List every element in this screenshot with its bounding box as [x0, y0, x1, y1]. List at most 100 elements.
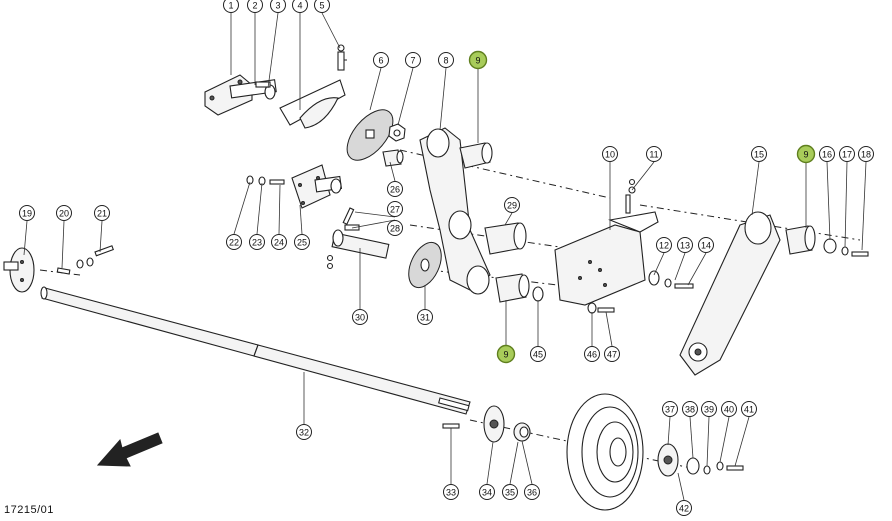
callout-33: 33: [443, 428, 459, 500]
leader-line: [826, 161, 831, 241]
leader-line: [439, 67, 447, 131]
callout-circle: [405, 52, 421, 68]
callout-circle: [438, 52, 454, 68]
callout-circle: [417, 309, 433, 325]
leader-line: [278, 184, 281, 235]
callout-27: 27: [354, 201, 403, 218]
callout-label: 37: [665, 405, 675, 415]
part-washer-45: [532, 286, 544, 302]
callout-circle: [443, 484, 459, 500]
part-shield-plate: [279, 44, 346, 129]
callout-6: 6: [369, 52, 389, 111]
callout-circle: [751, 146, 767, 162]
callout-4: 4: [292, 0, 308, 110]
callout-39: 39: [701, 401, 717, 467]
callout-circle: [677, 237, 693, 253]
part-housing-10: [554, 211, 659, 306]
callout-circle: [602, 146, 618, 162]
callout-circle: [387, 181, 403, 197]
callout-circle: [530, 346, 546, 362]
callout-label: 7: [410, 56, 415, 66]
callout-24: 24: [271, 184, 287, 250]
part-bolts-27-28: [342, 207, 360, 231]
callout-label: 9: [803, 150, 808, 160]
callout-circle: [858, 146, 874, 162]
part-bracket-top: [204, 74, 277, 116]
callout-label: 5: [319, 1, 324, 11]
leader-line: [631, 161, 655, 191]
callout-9: 9: [496, 300, 516, 364]
callout-circle: [292, 0, 308, 13]
callout-circle: [682, 401, 698, 417]
leader-line: [689, 416, 694, 459]
part-hub-34: [442, 405, 505, 443]
callout-19: 19: [19, 205, 35, 256]
callout-9: 9: [468, 50, 488, 143]
callout-circle: [271, 234, 287, 250]
leader-line: [719, 416, 730, 463]
callout-label: 4: [297, 1, 302, 11]
callout-label: 16: [822, 150, 832, 160]
part-bolt-21: [76, 245, 114, 269]
callout-label: 36: [527, 488, 537, 498]
callout-circle: [479, 484, 495, 500]
callout-label: 42: [679, 504, 689, 514]
part-bushing-26: [382, 149, 404, 167]
part-arm-15: [679, 211, 781, 376]
leader-line: [23, 220, 28, 256]
leader-line: [369, 67, 382, 111]
callout-label: 8: [443, 56, 448, 66]
callout-32: 32: [296, 372, 312, 440]
callout-40: 40: [719, 401, 737, 463]
callout-label: 6: [378, 56, 383, 66]
drawing-number: 17215/01: [4, 504, 54, 516]
callout-circle: [226, 234, 242, 250]
leader-line: [351, 219, 396, 229]
callout-label: 34: [482, 488, 492, 498]
callout-17: 17: [839, 146, 855, 248]
callout-label: 47: [607, 350, 617, 360]
callout-circle: [604, 346, 620, 362]
leader-line: [299, 204, 303, 235]
callout-12: 12: [653, 237, 672, 276]
callout-circle: [352, 309, 368, 325]
leader-line: [677, 472, 685, 501]
callout-13: 13: [674, 237, 693, 281]
callout-20: 20: [56, 205, 72, 269]
callout-circle: [839, 146, 855, 162]
callout-label: 14: [701, 241, 711, 251]
callout-35: 35: [502, 441, 519, 500]
callout-label: 39: [704, 405, 714, 415]
part-bushing-29: [484, 222, 527, 255]
callout-label: 13: [680, 241, 690, 251]
callout-label: 9: [503, 350, 508, 360]
callout-label: 3: [275, 1, 280, 11]
part-bushing-9-bottom: [495, 273, 530, 303]
callout-label: 28: [390, 224, 400, 234]
callout-circle: [701, 401, 717, 417]
leader-line: [256, 182, 263, 235]
callout-circle: [502, 484, 518, 500]
callout-circle: [373, 52, 389, 68]
leader-line: [734, 416, 750, 467]
callout-38: 38: [682, 401, 698, 459]
part-nut-7: [388, 123, 406, 142]
callout-25: 25: [294, 204, 310, 250]
callout-circle: [247, 0, 263, 13]
callout-18: 18: [858, 146, 874, 251]
part-pulley: [566, 393, 644, 511]
callout-37: 37: [662, 401, 678, 446]
callout-label: 24: [274, 238, 284, 248]
leader-line: [605, 311, 613, 347]
leader-line: [509, 441, 519, 485]
callout-label: 30: [355, 313, 365, 323]
callout-label: 12: [659, 241, 669, 251]
callout-28: 28: [351, 219, 403, 236]
callout-circle: [19, 205, 35, 221]
callout-label: 31: [420, 313, 430, 323]
callout-42: 42: [676, 472, 692, 516]
callout-circle: [721, 401, 737, 417]
leader-line: [653, 252, 665, 276]
callout-label: 26: [390, 185, 400, 195]
leader-line: [486, 441, 494, 485]
